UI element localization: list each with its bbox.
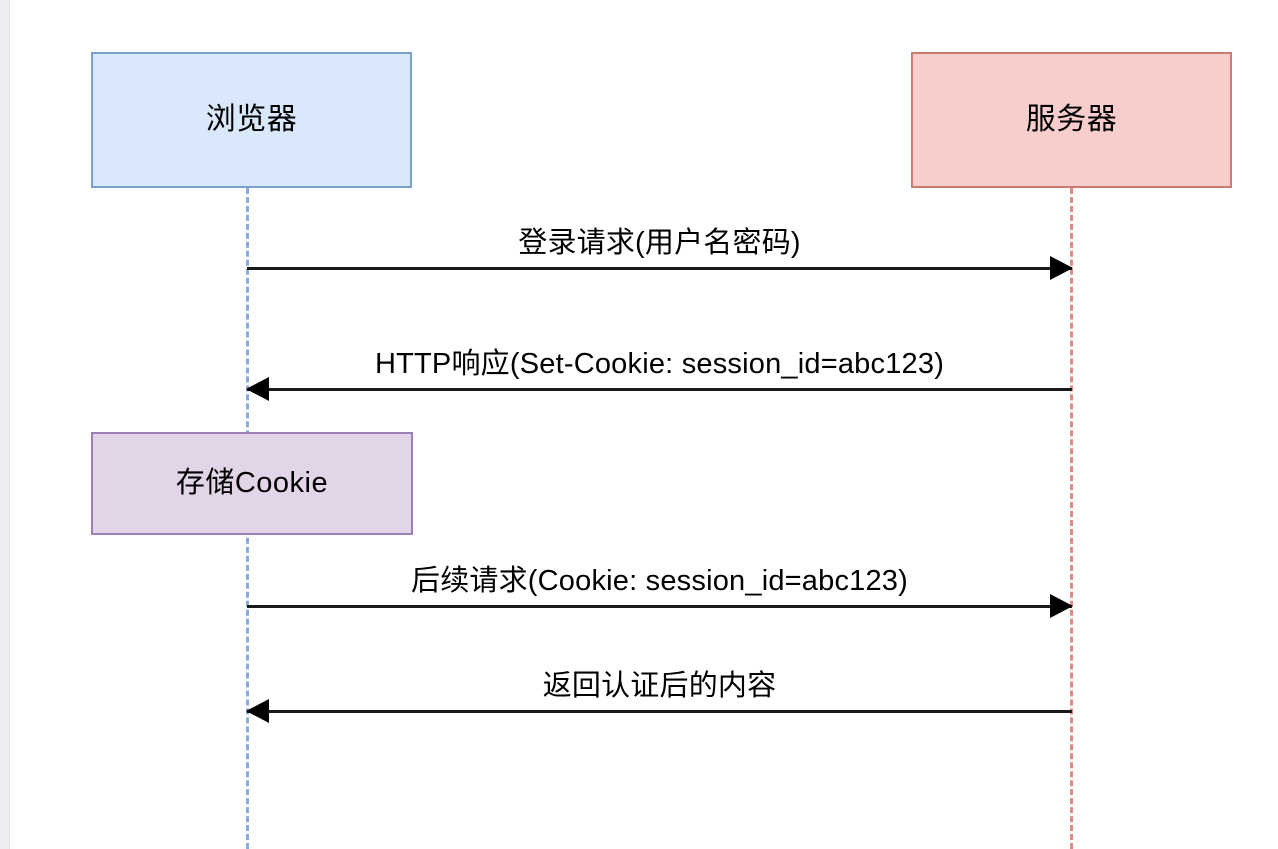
- arrowhead-left-icon: [246, 699, 269, 723]
- note-store-cookie[interactable]: 存储Cookie: [91, 432, 413, 535]
- message-label-4: 返回认证后的内容: [542, 670, 777, 702]
- arrowhead-right-icon: [1050, 594, 1073, 618]
- arrowhead-right-icon: [1050, 256, 1073, 280]
- message-label-3: 后续请求(Cookie: session_id=abc123): [410, 565, 909, 597]
- lifeline-server: [1070, 188, 1073, 849]
- participant-server-label: 服务器: [1025, 103, 1118, 136]
- participant-server[interactable]: 服务器: [911, 52, 1232, 188]
- message-label-2: HTTP响应(Set-Cookie: session_id=abc123): [374, 348, 945, 380]
- message-label-1: 登录请求(用户名密码): [518, 227, 801, 259]
- message-line-4: [247, 710, 1072, 713]
- page-gutter-strip: [0, 0, 10, 849]
- participant-browser[interactable]: 浏览器: [91, 52, 412, 188]
- message-line-3: [247, 605, 1072, 608]
- message-line-1: [247, 267, 1072, 270]
- message-line-2: [247, 388, 1072, 391]
- arrowhead-left-icon: [246, 377, 269, 401]
- note-store-cookie-label: 存储Cookie: [175, 467, 329, 499]
- participant-browser-label: 浏览器: [205, 103, 298, 136]
